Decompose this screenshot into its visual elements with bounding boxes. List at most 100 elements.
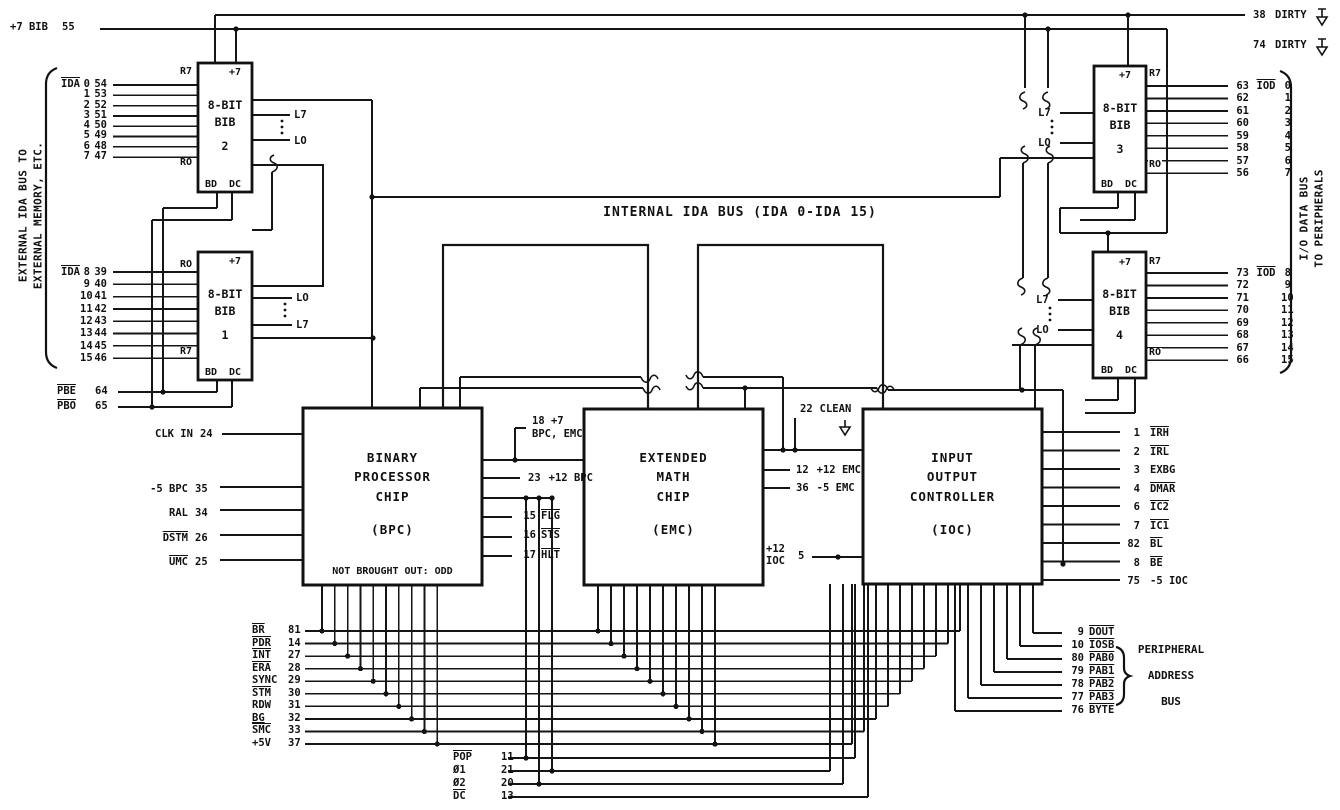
block-outlines (196, 61, 1148, 587)
bottom-signal-runs (305, 630, 960, 745)
iod-lower-fan (1146, 272, 1228, 361)
bus-wires (100, 14, 1245, 798)
emc-pin36-label: 36-5 EMC (796, 482, 855, 494)
plus12-ioc-label2: IOC (766, 555, 785, 567)
bib1-l7-label: L7 (296, 319, 309, 331)
bib2-plus7-port: +7 (228, 67, 243, 78)
bib4-bd-port: BD (1100, 365, 1115, 376)
bib4-dc-port: DC (1124, 365, 1139, 376)
pbe-label: PBE 64 (57, 385, 108, 397)
bib1-r7-port: R7 (179, 346, 194, 357)
pab-note-1: PERIPHERAL (1137, 643, 1205, 656)
internal-bus-label: INTERNAL IDA BUS (IDA 0-IDA 15) (603, 205, 877, 220)
bib3-l7-label: L7 (1038, 107, 1051, 119)
plus12-ioc-label: +12 (766, 543, 785, 555)
emc-pin12-label: 12+12 EMC (796, 464, 861, 476)
plus12-ioc-pin: 5 (798, 550, 805, 562)
group-braces (44, 66, 1293, 707)
dirty-38-label: 38 DIRTY (1253, 9, 1307, 21)
pab-note-2: ADDRESS (1147, 669, 1195, 682)
bib3-bd-port: BD (1100, 179, 1115, 190)
bib2-bd-port: BD (204, 179, 219, 190)
bib4-lo-label: LO (1036, 324, 1049, 336)
output-stubs (955, 632, 1062, 712)
bib1-ro-port: RO (179, 259, 194, 270)
bib3-plus7-port: +7 (1118, 70, 1133, 81)
bib2-lo-label: LO (294, 135, 307, 147)
bib2-ro-port: RO (179, 157, 194, 168)
bib4-ro-port: RO (1148, 347, 1163, 358)
bus-break-curls (269, 91, 1054, 394)
pbo-label: PBO 65 (57, 400, 108, 412)
ioc-output-drops (954, 584, 1034, 711)
ida-lower-fan (113, 271, 198, 359)
bib1-plus7-port: +7 (228, 256, 243, 267)
bpc-pin23-label: 23+12 BPC (528, 472, 593, 484)
bib2-l7-label: L7 (294, 109, 307, 121)
junction-dots (149, 12, 1131, 787)
bib3-dc-port: DC (1124, 179, 1139, 190)
dirty-38-arrow (1315, 8, 1329, 27)
